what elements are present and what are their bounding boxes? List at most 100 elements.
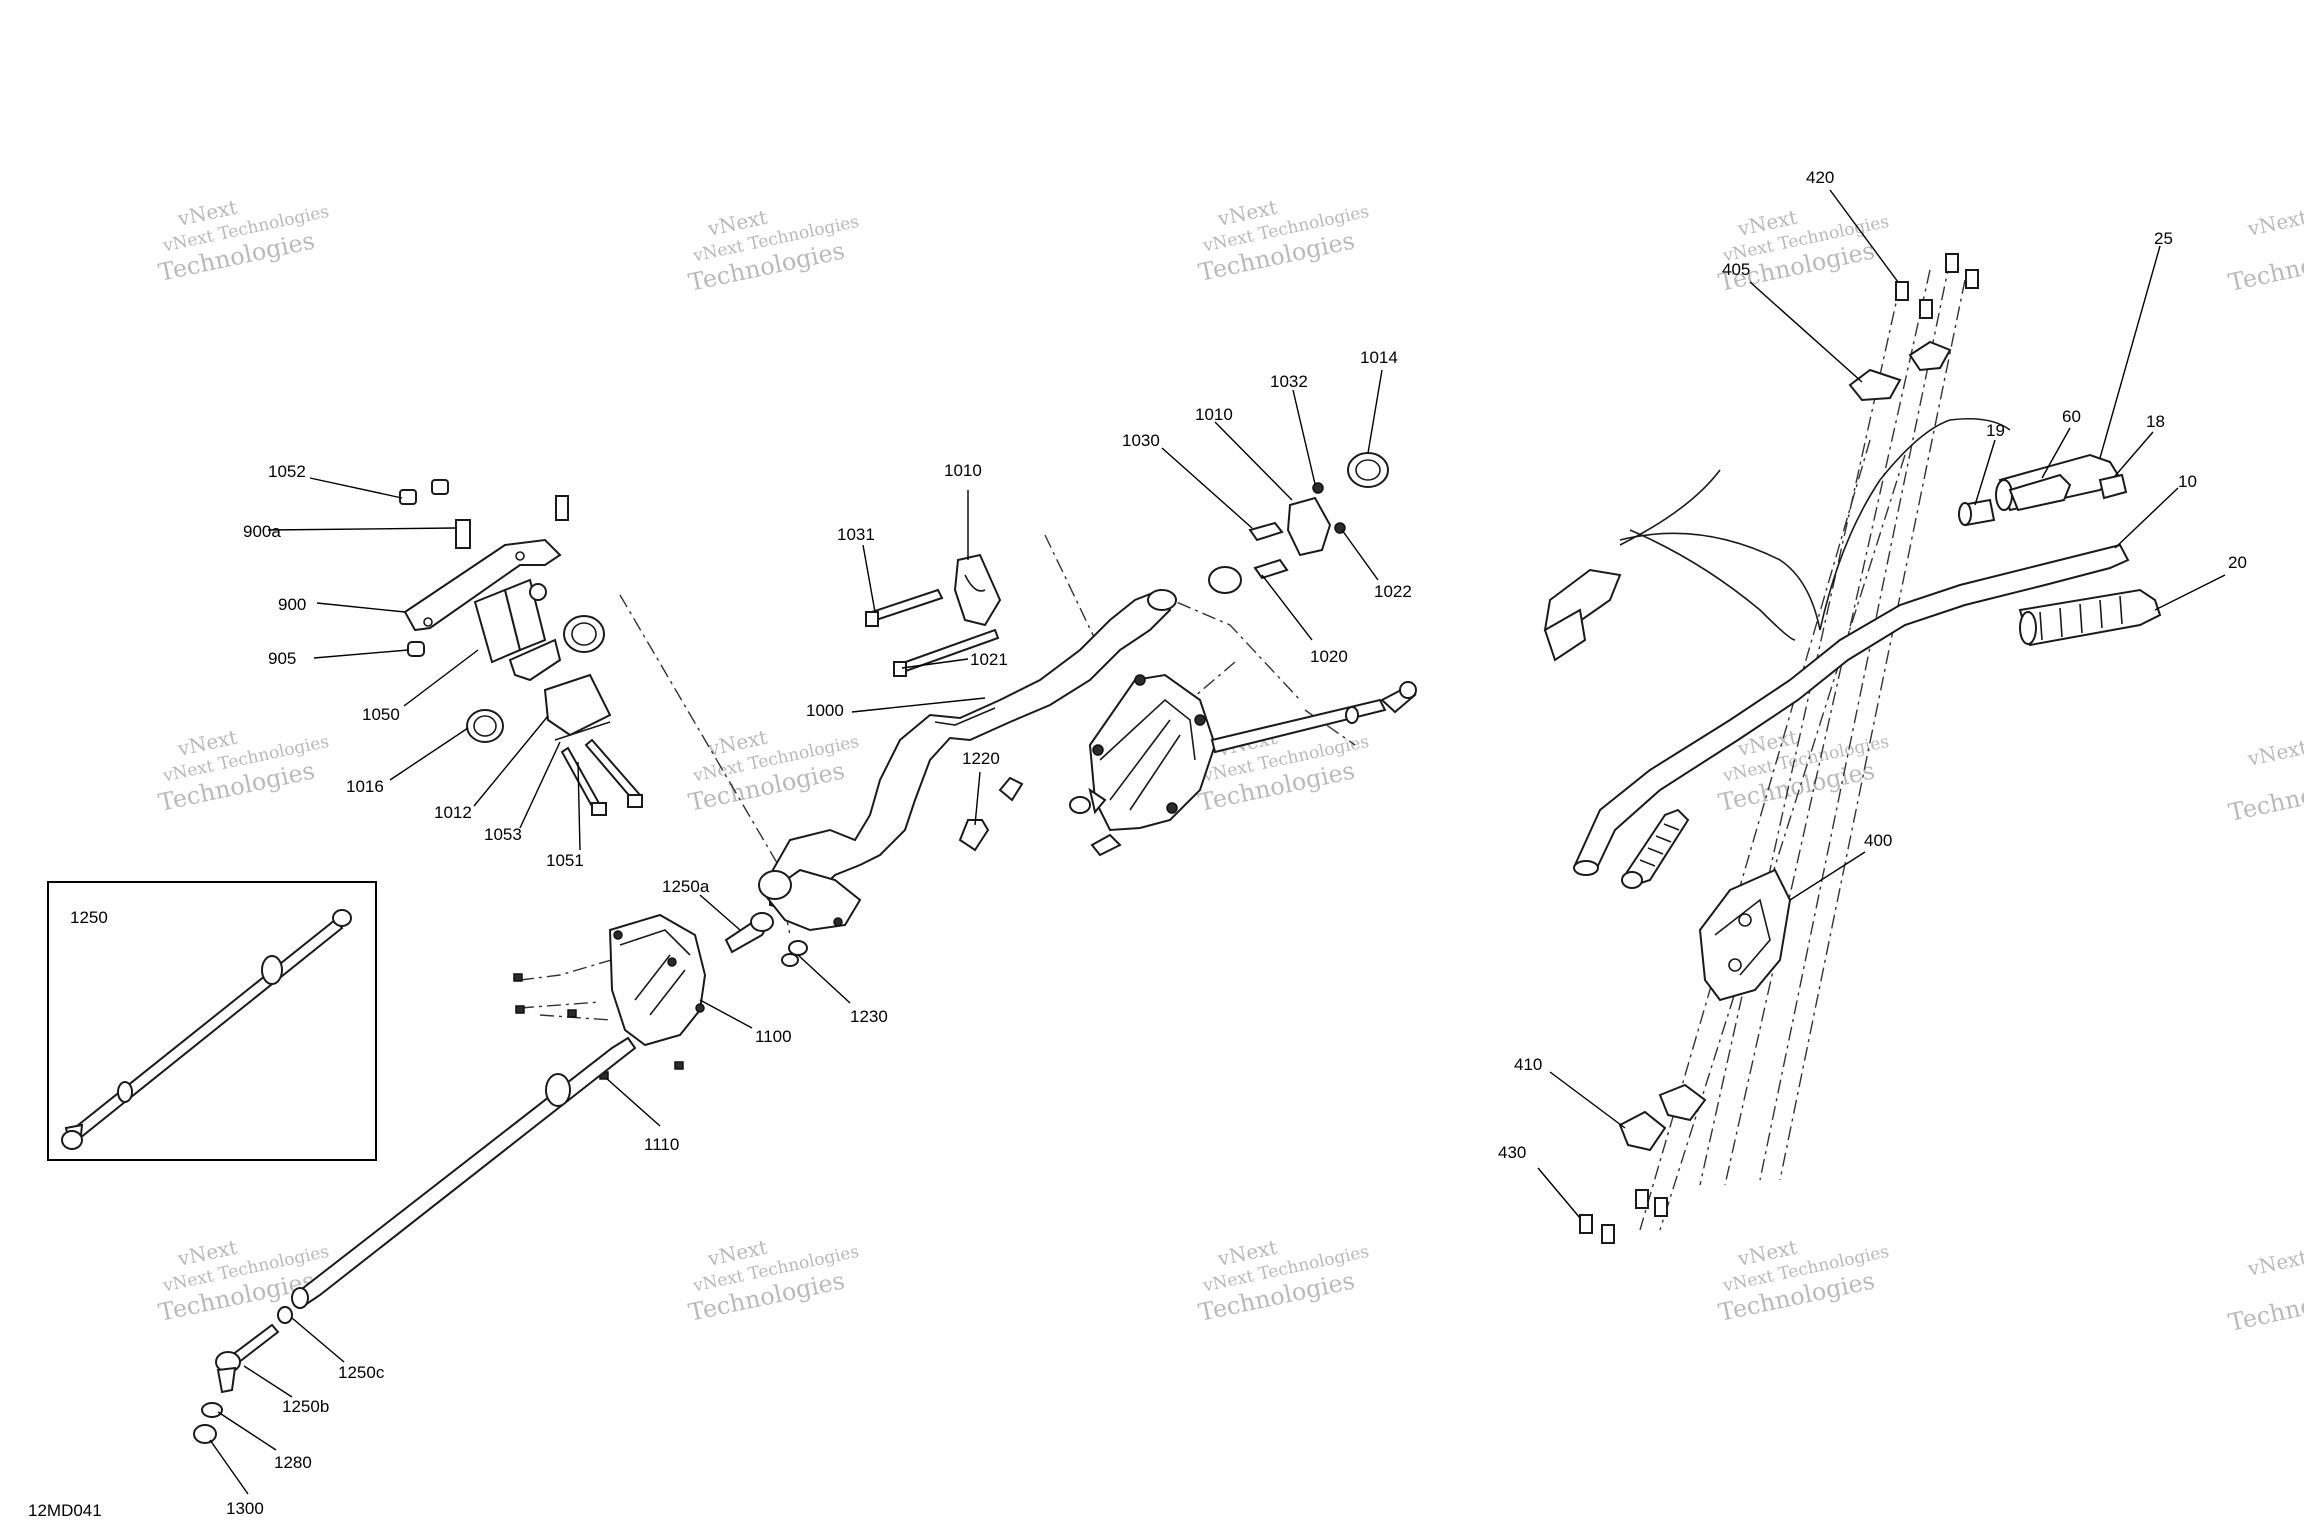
- grip-end: [2019, 611, 2037, 645]
- bolt-head: [591, 802, 607, 816]
- tie-rod-ball: [750, 912, 774, 932]
- watermark: vNext: [2245, 205, 2304, 241]
- bolt-420: [1895, 281, 1909, 301]
- bolt-1220: [998, 776, 1024, 802]
- clamp-1010: [1286, 496, 1332, 557]
- bolt-1220: [958, 819, 990, 852]
- assembly-line: [1699, 284, 1901, 1186]
- grip-texture: [2039, 595, 2123, 641]
- tie-rod-end: [1090, 833, 1122, 857]
- assembly-line: [519, 939, 681, 981]
- nut-1052: [399, 489, 417, 505]
- label-25: 25: [2154, 229, 2173, 248]
- bolt-head: [893, 661, 907, 677]
- label-10: 10: [2178, 472, 2197, 491]
- label-1230: 1230: [850, 1007, 888, 1026]
- assembly-line: [1724, 269, 1931, 1186]
- label-1016: 1016: [346, 777, 384, 796]
- screw-1110: [674, 1061, 684, 1070]
- cable-harness: [1629, 529, 1796, 641]
- bolt-head: [865, 611, 879, 627]
- label-1300: 1300: [226, 1499, 264, 1518]
- bolt-1051: [584, 738, 642, 802]
- label-420: 420: [1806, 168, 1834, 187]
- riser-400: [1698, 868, 1792, 1002]
- label-405: 405: [1722, 260, 1750, 279]
- nut-1052: [431, 479, 449, 495]
- steering-column-1000: [769, 588, 1172, 912]
- watermark: Technologies: [2226, 1276, 2304, 1336]
- nut-905: [407, 641, 425, 657]
- clamp-410: [1658, 1083, 1707, 1122]
- watermark: Technologies: [2226, 766, 2304, 826]
- tie-rod-ball: [1399, 681, 1417, 699]
- housing-bolt: [667, 957, 677, 967]
- handlebar-assembly: [1543, 253, 2162, 1244]
- housing-rib: [1109, 719, 1171, 801]
- label-1052: 1052: [268, 462, 306, 481]
- lower-steering-assembly: [193, 912, 808, 1444]
- inset-ball: [332, 909, 352, 927]
- insert-60: [2008, 473, 2072, 512]
- bushing-inner: [1355, 459, 1381, 481]
- bolt-1031: [870, 588, 944, 622]
- tie-rod-boot: [545, 1073, 571, 1107]
- housing-bolt: [1092, 744, 1104, 756]
- bolt-420: [1965, 269, 1979, 289]
- inset-label: 1250: [70, 908, 108, 927]
- housing-bolt: [1194, 714, 1206, 726]
- inset-end: [61, 1130, 83, 1150]
- assembly-line: [1759, 259, 1951, 1181]
- assembly-line: [1779, 279, 1966, 1181]
- riser-hole: [1738, 913, 1752, 927]
- bolt-430: [1654, 1197, 1668, 1217]
- label-1100: 1100: [755, 1027, 792, 1046]
- grip-end: [1621, 871, 1643, 889]
- clamp-405: [1848, 368, 1902, 402]
- tie-rod: [1210, 698, 1387, 754]
- steering-column-assembly: [758, 452, 1389, 932]
- grip-20: [2018, 588, 2162, 647]
- shim-1053: [554, 721, 611, 741]
- handlebar-10: [1573, 543, 2130, 874]
- label-1031: 1031: [837, 525, 875, 544]
- riser-hole: [1728, 958, 1742, 972]
- sleeve-end: [1958, 502, 1972, 526]
- grip-texture: [1639, 823, 1680, 867]
- label-410: 410: [1514, 1055, 1542, 1074]
- label-1051: 1051: [546, 851, 584, 870]
- watermark: Technologies: [2226, 236, 2304, 296]
- watermark: vNext: [2245, 735, 2304, 771]
- bolt-420: [1919, 299, 1933, 319]
- bushing-1020: [1208, 566, 1242, 594]
- label-400: 400: [1864, 831, 1892, 850]
- washer-1280: [201, 1402, 223, 1418]
- assembly-line: [519, 1001, 601, 1009]
- label-1012: 1012: [434, 803, 472, 822]
- bracket-900: [403, 538, 562, 632]
- screw-1110: [567, 1009, 577, 1018]
- screw-1110: [515, 1005, 525, 1014]
- column-edge: [934, 707, 996, 726]
- label-900: 900: [278, 595, 306, 614]
- label-1010: 1010: [944, 461, 982, 480]
- bolt-420: [1945, 253, 1959, 273]
- housing-bolt: [613, 930, 623, 940]
- callout-labels: 1052 900a 900 905 1050 1016 1012 1053 10…: [226, 168, 2247, 1518]
- label-1053: 1053: [484, 825, 522, 844]
- screw-1110: [513, 973, 523, 982]
- label-1014: 1014: [1360, 348, 1398, 367]
- label-20: 20: [2228, 553, 2247, 572]
- washer-1230: [788, 940, 808, 956]
- bushing-upper: [563, 615, 605, 653]
- label-1110: 1110: [644, 1135, 679, 1154]
- label-1250c: 1250c: [338, 1363, 385, 1382]
- inset-nut: [117, 1081, 133, 1103]
- nut-1300: [193, 1424, 217, 1444]
- clamp-1050: [508, 638, 562, 682]
- nut-1250c: [291, 1287, 309, 1309]
- label-1250a: 1250a: [662, 877, 710, 896]
- leader-lines: [209, 189, 2226, 1495]
- grip-end: [1995, 479, 2013, 511]
- tie-rod-stud: [216, 1366, 237, 1394]
